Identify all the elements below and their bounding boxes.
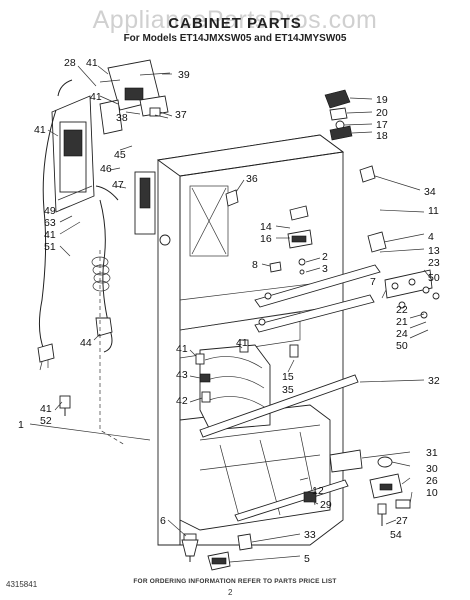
center-hinge-parts bbox=[225, 179, 321, 275]
callout-50: 50 bbox=[428, 272, 440, 284]
callout-19: 19 bbox=[376, 94, 388, 106]
callout-41: 41 bbox=[40, 403, 52, 415]
callout-30: 30 bbox=[426, 463, 438, 475]
callout-33: 33 bbox=[304, 529, 316, 541]
callout-26: 26 bbox=[426, 475, 438, 487]
callout-12: 12 bbox=[312, 485, 324, 497]
left-control-panel bbox=[51, 79, 123, 213]
callout-labels: 28 41 39 41 38 37 41 45 46 47 49 63 41 5… bbox=[18, 57, 440, 565]
callout-13: 13 bbox=[428, 245, 440, 257]
callout-28: 28 bbox=[64, 57, 76, 69]
callout-46: 46 bbox=[100, 163, 112, 175]
callout-36: 36 bbox=[246, 173, 258, 185]
callout-4: 4 bbox=[428, 231, 434, 243]
power-cord bbox=[37, 109, 113, 371]
callout-20: 20 bbox=[376, 107, 388, 119]
callout-23: 23 bbox=[428, 257, 440, 269]
callout-18: 18 bbox=[376, 130, 388, 142]
callout-17: 17 bbox=[376, 119, 388, 131]
callout-52: 52 bbox=[40, 415, 52, 427]
callout-49: 49 bbox=[44, 205, 56, 217]
callout-5: 5 bbox=[304, 553, 310, 565]
callout-43: 43 bbox=[176, 369, 188, 381]
diagram-title: CABINET PARTS bbox=[168, 15, 302, 32]
callout-47: 47 bbox=[112, 179, 124, 191]
callout-51: 51 bbox=[44, 241, 56, 253]
bottom-hinge-assembly bbox=[303, 449, 413, 526]
callout-41: 41 bbox=[34, 124, 46, 136]
callout-11: 11 bbox=[428, 205, 439, 217]
callout-1: 1 bbox=[18, 419, 24, 431]
leveling-legs bbox=[167, 519, 301, 571]
callout-15: 15 bbox=[282, 371, 294, 383]
leader-lines bbox=[29, 65, 429, 525]
callout-16: 16 bbox=[260, 233, 272, 245]
diagram-subtitle: For Models ET14JMXSW05 and ET14JMYSW05 bbox=[123, 33, 347, 44]
callout-41: 41 bbox=[44, 229, 56, 241]
callout-32: 32 bbox=[428, 375, 440, 387]
callout-8: 8 bbox=[252, 259, 258, 271]
callout-39: 39 bbox=[178, 69, 190, 81]
callout-41: 41 bbox=[236, 337, 248, 349]
callout-41: 41 bbox=[176, 343, 188, 355]
callout-37: 37 bbox=[175, 109, 187, 121]
callout-24: 24 bbox=[396, 328, 408, 340]
callout-31: 31 bbox=[426, 447, 438, 459]
callout-7: 7 bbox=[370, 276, 376, 288]
document-number: 4315841 bbox=[6, 580, 38, 589]
callout-10: 10 bbox=[426, 487, 438, 499]
control-housing-assembly bbox=[99, 59, 171, 119]
watermark: AppliancePartsPros.com bbox=[92, 6, 378, 34]
callout-54: 54 bbox=[390, 529, 402, 541]
shelf-rails bbox=[254, 264, 381, 333]
callout-45: 45 bbox=[114, 149, 126, 161]
callout-41: 41 bbox=[86, 57, 98, 69]
callout-42: 42 bbox=[176, 395, 188, 407]
top-hinge-assembly bbox=[324, 89, 421, 191]
callout-63: 63 bbox=[44, 217, 56, 229]
callout-41: 41 bbox=[90, 91, 102, 103]
callout-34: 34 bbox=[424, 186, 436, 198]
callout-29: 29 bbox=[320, 499, 332, 511]
callout-21: 21 bbox=[396, 316, 408, 328]
callout-14: 14 bbox=[260, 221, 272, 233]
callout-38: 38 bbox=[116, 112, 128, 124]
rear-bracket bbox=[59, 250, 126, 446]
right-hinge-bracket bbox=[367, 231, 440, 319]
cabinet-bottom-assembly bbox=[179, 344, 359, 531]
callout-6: 6 bbox=[160, 515, 166, 527]
callout-2: 2 bbox=[322, 251, 328, 263]
callout-35: 35 bbox=[282, 384, 294, 396]
callout-22: 22 bbox=[396, 304, 408, 316]
callout-50: 50 bbox=[396, 340, 408, 352]
ordering-note: FOR ORDERING INFORMATION REFER TO PARTS … bbox=[133, 578, 337, 585]
callout-3: 3 bbox=[322, 263, 328, 275]
page-number: 2 bbox=[228, 588, 233, 597]
callout-44: 44 bbox=[80, 337, 92, 349]
callout-27: 27 bbox=[396, 515, 408, 527]
